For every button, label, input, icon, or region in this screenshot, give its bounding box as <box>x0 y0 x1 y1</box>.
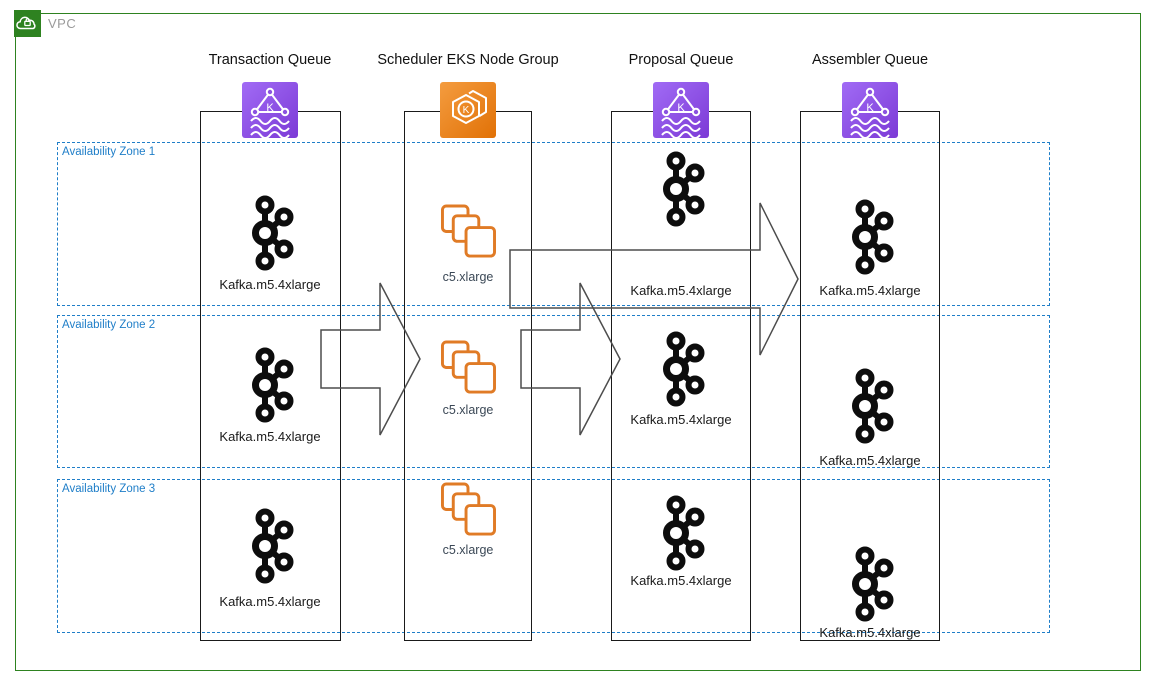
proposal-queue-title: Proposal Queue <box>628 52 734 68</box>
kafka-broker-node: Kafka.m5.4xlarge <box>621 495 741 588</box>
kafka-broker-node: Kafka.m5.4xlarge <box>210 508 330 609</box>
msk-kafka-service-icon <box>242 82 298 138</box>
vpc-cloud-lock-icon <box>14 10 41 37</box>
transaction-queue-title: Transaction Queue <box>208 52 332 68</box>
scheduler-eks-title: Scheduler EKS Node Group <box>377 52 559 68</box>
instance-type-label: c5.xlarge <box>442 403 494 417</box>
ec2-instances-icon <box>439 204 497 259</box>
kafka-instance-label: Kafka.m5.4xlarge <box>819 453 921 468</box>
ec2-instances-icon <box>439 340 497 395</box>
kafka-broker-node: Kafka.m5.4xlarge <box>810 546 930 640</box>
kafka-instance-label: Kafka.m5.4xlarge <box>219 429 321 444</box>
kafka-broker-node: Kafka.m5.4xlarge <box>810 199 930 298</box>
availability-zone-3: Availability Zone 3 <box>57 479 1050 633</box>
ec2-instances-icon <box>439 482 497 537</box>
eks-service-icon <box>440 82 496 138</box>
kafka-broker-node: Kafka.m5.4xlarge <box>621 151 741 298</box>
kafka-instance-label: Kafka.m5.4xlarge <box>219 277 321 292</box>
kafka-broker-node: Kafka.m5.4xlarge <box>210 195 330 292</box>
kafka-broker-node: Kafka.m5.4xlarge <box>210 347 330 444</box>
kafka-broker-node: Kafka.m5.4xlarge <box>621 331 741 427</box>
instance-type-label: c5.xlarge <box>442 543 494 557</box>
vpc-group-border <box>15 13 1141 671</box>
kafka-logo-icon <box>846 368 894 445</box>
assembler-queue-title: Assembler Queue <box>811 52 929 68</box>
availability-zone-1-label: Availability Zone 1 <box>62 146 156 158</box>
eks-worker-node: c5.xlarge <box>408 340 528 417</box>
kafka-logo-icon <box>846 199 894 276</box>
kafka-logo-icon <box>246 508 294 585</box>
kafka-logo-icon <box>657 331 705 408</box>
kafka-instance-label: Kafka.m5.4xlarge <box>630 412 732 427</box>
kafka-instance-label: Kafka.m5.4xlarge <box>630 573 732 588</box>
msk-kafka-service-icon <box>842 82 898 138</box>
availability-zone-3-label: Availability Zone 3 <box>62 483 156 495</box>
kafka-logo-icon <box>657 495 705 572</box>
kafka-instance-label: Kafka.m5.4xlarge <box>630 283 732 298</box>
instance-type-label: c5.xlarge <box>442 270 494 284</box>
msk-kafka-service-icon <box>653 82 709 138</box>
kafka-instance-label: Kafka.m5.4xlarge <box>819 625 921 640</box>
availability-zone-2-label: Availability Zone 2 <box>62 319 156 331</box>
kafka-broker-node: Kafka.m5.4xlarge <box>810 368 930 468</box>
kafka-logo-icon <box>657 151 705 228</box>
eks-worker-node: c5.xlarge <box>408 204 528 284</box>
kafka-logo-icon <box>246 347 294 424</box>
kafka-instance-label: Kafka.m5.4xlarge <box>219 594 321 609</box>
eks-worker-node: c5.xlarge <box>408 482 528 557</box>
kafka-instance-label: Kafka.m5.4xlarge <box>819 283 921 298</box>
kafka-logo-icon <box>246 195 294 272</box>
vpc-group-label: VPC <box>48 16 77 31</box>
kafka-logo-icon <box>846 546 894 623</box>
